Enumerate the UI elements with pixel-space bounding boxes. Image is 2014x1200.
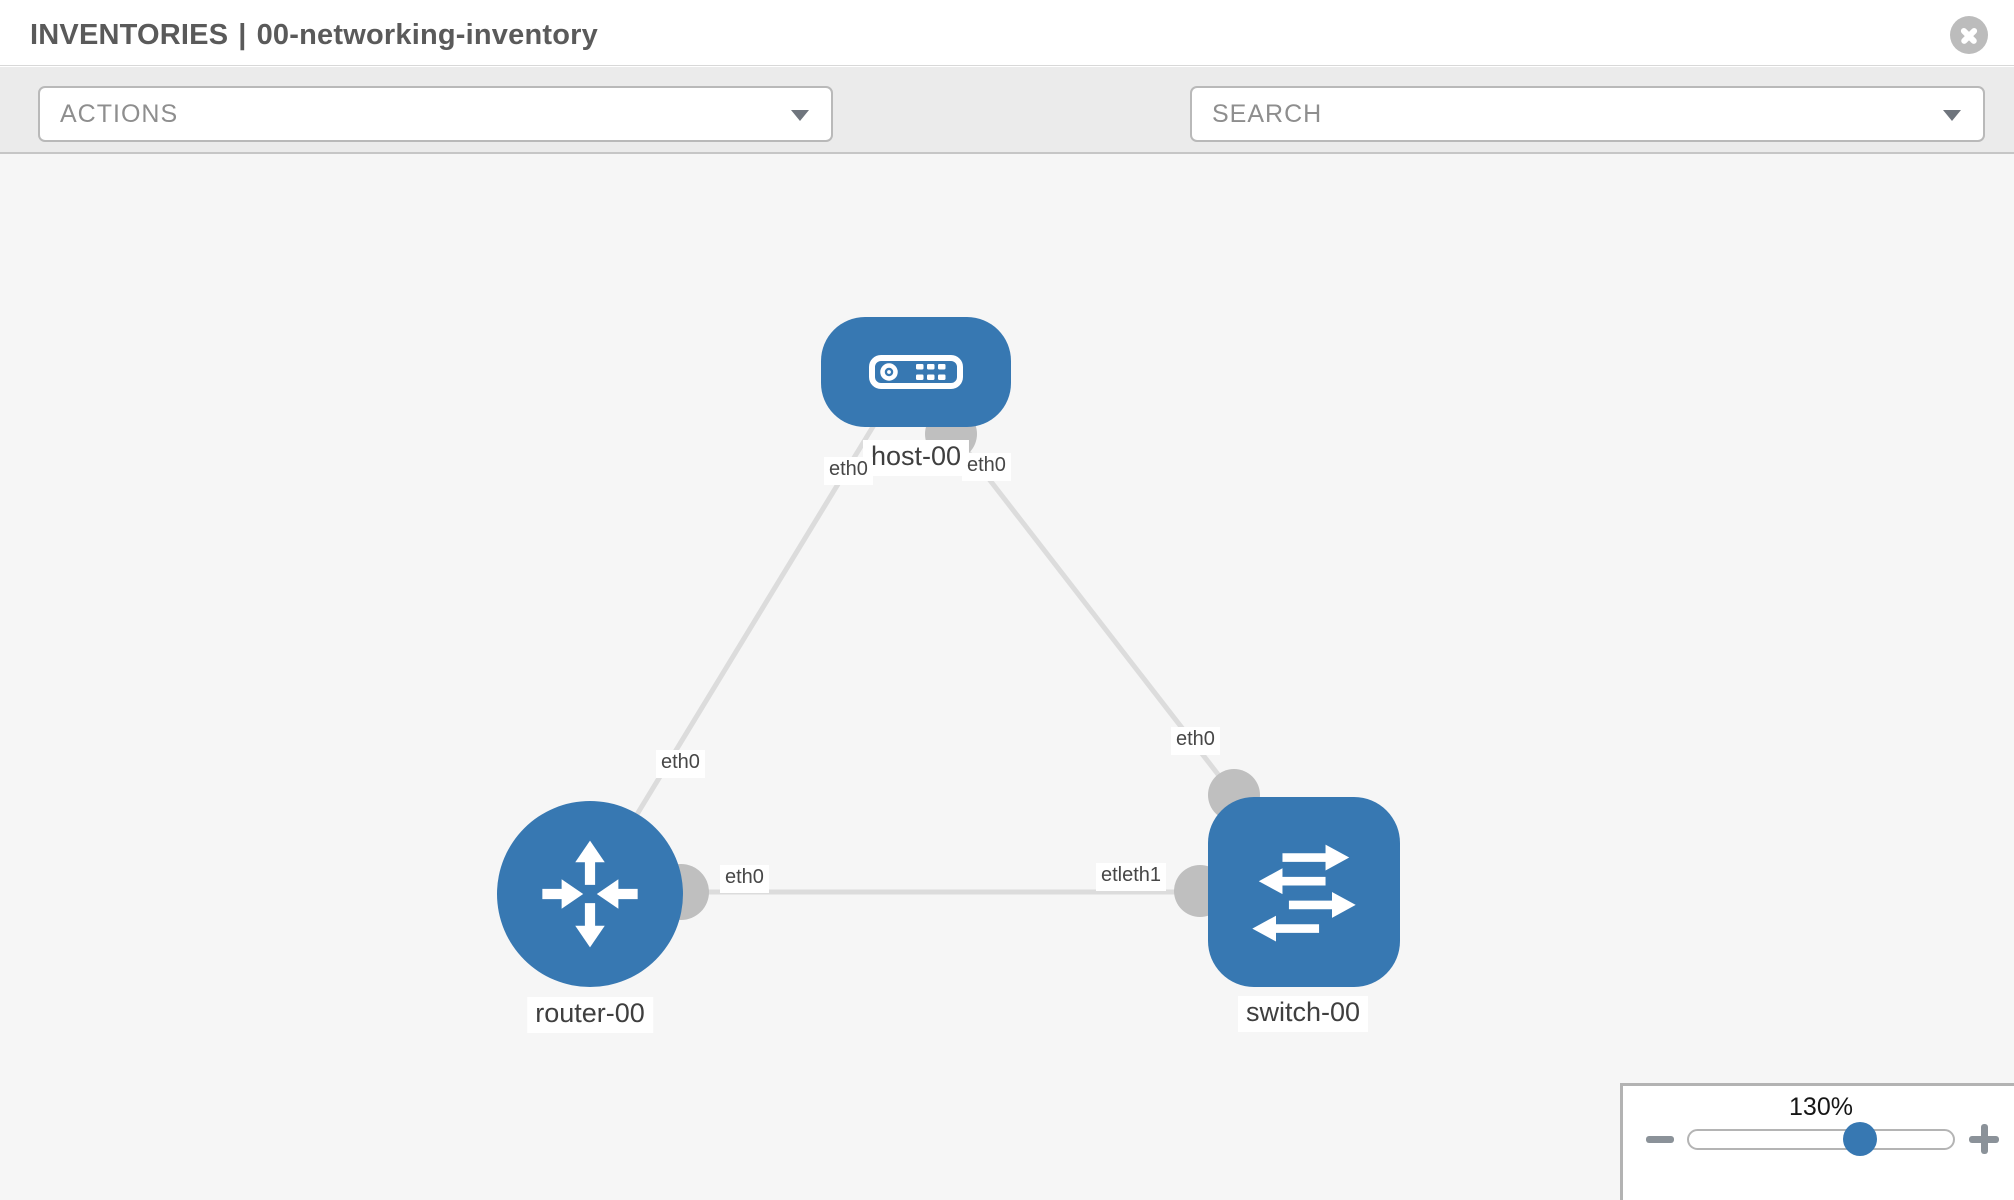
header: INVENTORIES | 00-networking-inventory [0, 0, 2014, 66]
host-icon [869, 355, 963, 389]
topology-canvas[interactable]: host-00 router-00 switch-00 eth0 eth0 et… [0, 154, 2014, 1200]
toolbar: ACTIONS SEARCH [0, 67, 2014, 194]
node-label-host: host-00 [862, 440, 970, 476]
actions-dropdown[interactable]: ACTIONS [38, 86, 833, 142]
switch-icon [1252, 844, 1356, 942]
port-label: etleth1 [1096, 863, 1167, 891]
breadcrumb-section: INVENTORIES [30, 19, 229, 51]
search-dropdown-label: SEARCH [1212, 100, 1323, 128]
chevron-down-icon [1943, 110, 1961, 121]
node-label-switch: switch-00 [1237, 996, 1369, 1032]
chevron-down-icon [791, 110, 809, 121]
zoom-slider-thumb[interactable] [1843, 1122, 1877, 1156]
close-icon[interactable] [1950, 16, 1988, 54]
zoom-level-value: 130% [1789, 1093, 1853, 1121]
port-label: eth0 [824, 457, 873, 485]
breadcrumb-separator: | [238, 19, 247, 51]
search-dropdown[interactable]: SEARCH [1190, 86, 1985, 142]
port-label: eth0 [656, 750, 705, 778]
node-router-00[interactable] [497, 801, 683, 987]
actions-dropdown-label: ACTIONS [60, 100, 179, 128]
port-label: eth0 [962, 453, 1011, 481]
node-label-router: router-00 [527, 997, 653, 1033]
links-layer [633, 408, 1260, 920]
port-label: eth0 [1171, 727, 1220, 755]
zoom-out-button[interactable] [1646, 1136, 1674, 1143]
zoom-panel: 130% [1620, 1083, 2014, 1200]
zoom-in-button[interactable] [1969, 1124, 1999, 1154]
zoom-slider-track[interactable] [1687, 1129, 1955, 1150]
breadcrumb-item: 00-networking-inventory [256, 19, 598, 51]
port-label: eth0 [720, 865, 769, 893]
page-title: INVENTORIES | 00-networking-inventory [30, 0, 598, 66]
node-host-00[interactable] [821, 317, 1011, 427]
router-icon [542, 840, 638, 948]
node-switch-00[interactable] [1208, 797, 1400, 987]
